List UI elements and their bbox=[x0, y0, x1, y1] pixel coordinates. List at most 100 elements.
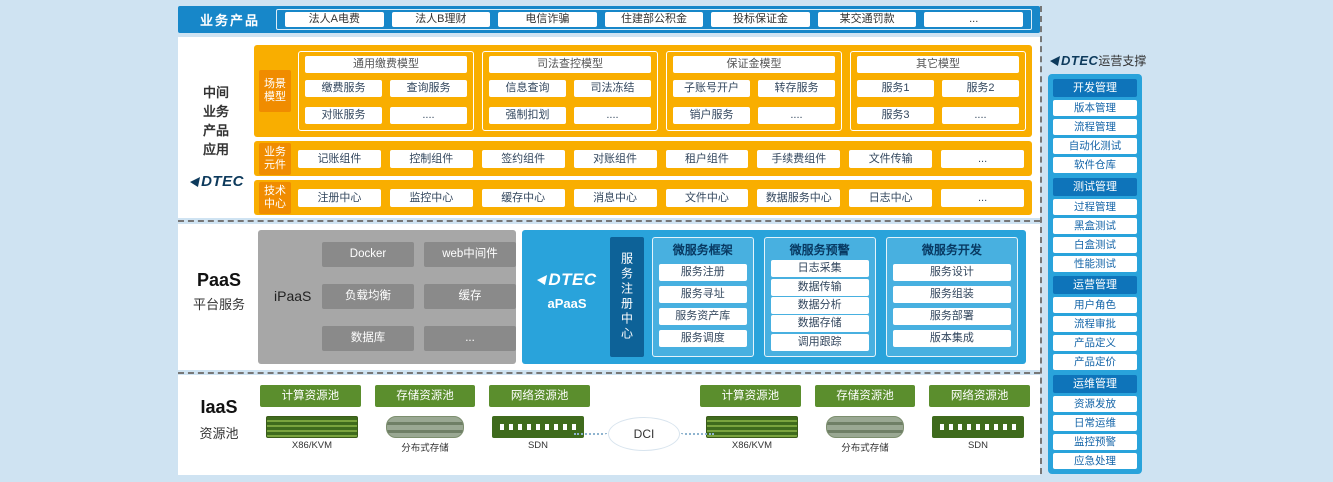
panel-title: 微服务预警 bbox=[789, 243, 850, 257]
scene-model-groups: 通用缴费模型 缴费服务 查询服务 对账服务 .... 司法查控模型 信息查询 司… bbox=[298, 51, 1026, 131]
ops-item: 过程管理 bbox=[1053, 198, 1137, 215]
product-item: 法人B理财 bbox=[391, 12, 491, 27]
tech-item: 缓存中心 bbox=[481, 188, 565, 207]
ops-item: 自动化测试 bbox=[1053, 138, 1137, 154]
ops-item: 版本管理 bbox=[1053, 100, 1137, 116]
scene-item: 对账服务 bbox=[305, 106, 382, 124]
ops-group-title: 运营管理 bbox=[1053, 276, 1137, 295]
logo-text: DTEC bbox=[201, 173, 244, 190]
scene-group-title: 其它模型 bbox=[857, 56, 1019, 73]
dtec-logo: DTEC bbox=[180, 173, 254, 191]
ops-group-operation: 运营管理 用户角色 流程审批 产品定义 产品定价 bbox=[1053, 276, 1137, 371]
tech-item: 数据服务中心 bbox=[757, 188, 841, 207]
ops-item: 流程审批 bbox=[1053, 316, 1137, 333]
network-pool: 网络资源池 bbox=[929, 385, 1031, 407]
product-item: 法人A电费 bbox=[285, 12, 384, 27]
ops-group-test: 测试管理 过程管理 黑盒测试 白盒测试 性能测试 bbox=[1053, 177, 1137, 272]
server-label: X86/KVM bbox=[731, 440, 773, 451]
server-x86: X86/KVM bbox=[700, 416, 804, 454]
ipaas-item: web中间件 bbox=[424, 242, 516, 267]
paas-title: PaaS bbox=[196, 270, 242, 290]
server-x86: X86/KVM bbox=[260, 416, 364, 454]
server-storage: 分布式存储 bbox=[813, 416, 917, 454]
server-label: 分布式存储 bbox=[401, 443, 449, 454]
server-sdn: SDN bbox=[486, 416, 590, 454]
business-components-band: 业务 元件 记账组件 控制组件 签约组件 对账组件 租户组件 手续费组件 文件传… bbox=[254, 141, 1032, 176]
panel-item: 服务寻址 bbox=[659, 286, 747, 303]
scene-item: 强制扣划 bbox=[489, 106, 566, 124]
compute-pool: 计算资源池 bbox=[700, 385, 801, 407]
network-switch-icon bbox=[492, 416, 584, 438]
service-registry-center: 服务注册中心 bbox=[610, 237, 644, 357]
scene-item: .... bbox=[942, 106, 1019, 124]
ops-item: 产品定价 bbox=[1053, 354, 1137, 371]
network-pool: 网络资源池 bbox=[489, 385, 591, 407]
server-rack-icon bbox=[266, 416, 358, 438]
tech-item: 消息中心 bbox=[573, 188, 657, 207]
dci-connector-right bbox=[674, 433, 714, 435]
scene-item: 服务3 bbox=[857, 106, 934, 124]
server-label: SDN bbox=[527, 440, 549, 451]
component-item: 手续费组件 bbox=[757, 149, 841, 168]
compute-pool: 计算资源池 bbox=[260, 385, 361, 407]
ops-item: 监控预警 bbox=[1053, 433, 1137, 450]
panel-title: 微服务框架 bbox=[672, 243, 733, 257]
scene-item: 子账号开户 bbox=[673, 80, 750, 98]
panel-item: 服务组装 bbox=[892, 286, 1011, 303]
iaas-subtitle: 资源池 bbox=[199, 426, 239, 441]
tech-item: 注册中心 bbox=[298, 188, 381, 207]
panel-item: 数据分析 bbox=[770, 296, 869, 314]
scene-group-title: 司法查控模型 bbox=[489, 56, 651, 73]
scene-item: 信息查询 bbox=[489, 80, 566, 98]
paas-section: PaaS 平台服务 iPaaS Docker web中间件 负载均衡 缓存 数据… bbox=[178, 224, 1040, 370]
scene-item: 司法冻结 bbox=[574, 80, 651, 98]
scene-group-judicial: 司法查控模型 信息查询 司法冻结 强制扣划 .... bbox=[482, 51, 658, 131]
scene-group-title: 保证金模型 bbox=[673, 56, 835, 73]
server-rack-icon bbox=[706, 416, 798, 438]
scene-item: 查询服务 bbox=[390, 80, 467, 98]
scene-item: .... bbox=[758, 106, 835, 124]
microservice-dev-panel: 微服务开发 服务设计 服务组装 服务部署 版本集成 bbox=[885, 237, 1018, 357]
tech-item: ... bbox=[941, 188, 1024, 207]
ops-item: 性能测试 bbox=[1053, 255, 1137, 272]
middle-section-label: 中间 业务 产品 应用 bbox=[202, 85, 229, 157]
apaas-label: aPaaS bbox=[547, 296, 587, 311]
server-sdn: SDN bbox=[926, 416, 1030, 454]
scene-model-band: 场景 模型 通用缴费模型 缴费服务 查询服务 对账服务 .... 司法查控模型 … bbox=[254, 45, 1032, 137]
microservice-panels: 微服务框架 服务注册 服务寻址 服务资产库 服务调度 微服务预警 日志采集 数据… bbox=[652, 237, 1018, 357]
panel-title: 微服务开发 bbox=[921, 243, 982, 257]
logo-text: DTEC bbox=[548, 270, 597, 289]
scene-item: .... bbox=[390, 106, 467, 124]
scene-item: 转存服务 bbox=[758, 80, 835, 98]
apaas-brand: DTEC aPaaS bbox=[526, 270, 608, 311]
component-item: 签约组件 bbox=[481, 149, 565, 168]
panel-item: 数据存储 bbox=[770, 315, 869, 333]
scene-item: .... bbox=[574, 106, 651, 124]
scene-group-deposit: 保证金模型 子账号开户 转存服务 销户服务 .... bbox=[666, 51, 842, 131]
server-storage: 分布式存储 bbox=[373, 416, 477, 454]
panel-item: 调用跟踪 bbox=[770, 333, 869, 351]
ipaas-item: ... bbox=[424, 326, 516, 351]
scene-item: 服务2 bbox=[942, 80, 1019, 98]
logo-triangle-icon bbox=[536, 275, 548, 285]
panel-item: 服务设计 bbox=[892, 264, 1011, 281]
iaas-title: IaaS bbox=[200, 397, 238, 417]
product-item: 投标保证金 bbox=[711, 12, 810, 27]
ops-group-dev: 开发管理 版本管理 流程管理 自动化测试 软件仓库 bbox=[1053, 79, 1137, 173]
ipaas-item: 数据库 bbox=[322, 326, 414, 351]
product-item: 住建部公积金 bbox=[604, 12, 704, 27]
iaas-section: IaaS 资源池 计算资源池 存储资源池 网络资源池 X86/KVM 分布式存储 bbox=[178, 375, 1040, 475]
ops-group-title: 开发管理 bbox=[1053, 79, 1137, 97]
storage-pool: 存储资源池 bbox=[374, 385, 476, 407]
ipaas-item: Docker bbox=[322, 242, 414, 267]
ipaas-panel: iPaaS Docker web中间件 负载均衡 缓存 数据库 ... bbox=[258, 230, 516, 364]
server-label: SDN bbox=[967, 440, 989, 451]
ops-item: 黑盒测试 bbox=[1053, 217, 1137, 234]
network-switch-icon bbox=[932, 416, 1024, 438]
server-label: 分布式存储 bbox=[841, 443, 889, 454]
product-list: 法人A电费 法人B理财 电信诈骗 住建部公积金 投标保证金 某交通罚款 ... bbox=[276, 9, 1032, 30]
logo-text: DTEC bbox=[1061, 53, 1099, 68]
ops-item: 用户角色 bbox=[1053, 297, 1137, 314]
paas-subtitle: 平台服务 bbox=[192, 297, 245, 312]
apaas-panel: DTEC aPaaS 服务注册中心 微服务框架 服务注册 服务寻址 服务资产库 … bbox=[522, 230, 1026, 364]
